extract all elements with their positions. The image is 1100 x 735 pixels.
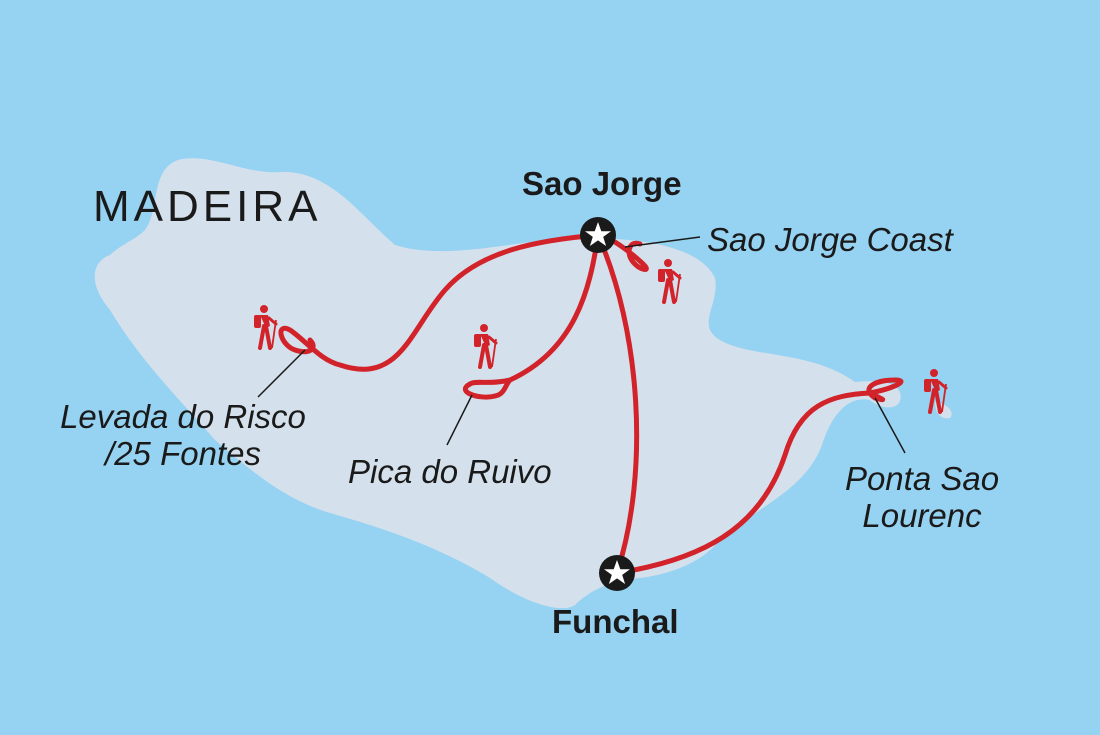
- leader-line-coast: [624, 236, 701, 248]
- route-segment-funchal: [595, 232, 640, 576]
- route-segment-pica: [462, 232, 601, 400]
- site-label-levada-line1: Levada do Risco: [60, 398, 306, 435]
- route: [278, 232, 904, 576]
- hiker-icon: [924, 369, 948, 414]
- region-label: MADEIRA: [93, 182, 322, 231]
- funchal-marker-icon: [599, 555, 635, 591]
- leader-line-pica: [446, 394, 473, 446]
- site-label-ponta-line1: Ponta Sao: [844, 460, 1000, 497]
- hiker-icon: [474, 324, 498, 369]
- site-label-levada-do-risco: Levada do Risco /25 Fontes: [55, 398, 311, 473]
- leader-line-levada: [257, 349, 306, 398]
- city-label-sao-jorge: Sao Jorge: [522, 165, 682, 202]
- site-label-ponta-sao-lourenc: Ponta Sao Lourenc: [838, 460, 1006, 535]
- site-label-pica-do-ruivo: Pica do Ruivo: [348, 453, 552, 490]
- route-segment-coast: [595, 232, 649, 272]
- leader-line-ponta: [874, 397, 906, 454]
- site-label-sao-jorge-coast: Sao Jorge Coast: [707, 221, 953, 258]
- route-segment-levada: [278, 232, 601, 372]
- route-segment-ponta: [614, 377, 904, 576]
- leader-lines: [257, 236, 906, 454]
- site-label-levada-line2: /25 Fontes: [105, 435, 261, 473]
- site-label-ponta-line2: Lourenc: [862, 497, 982, 535]
- sao-jorge-marker-icon: [580, 217, 616, 253]
- hiker-icon: [658, 259, 682, 304]
- city-label-funchal: Funchal: [552, 603, 679, 640]
- hiker-icon: [254, 305, 278, 350]
